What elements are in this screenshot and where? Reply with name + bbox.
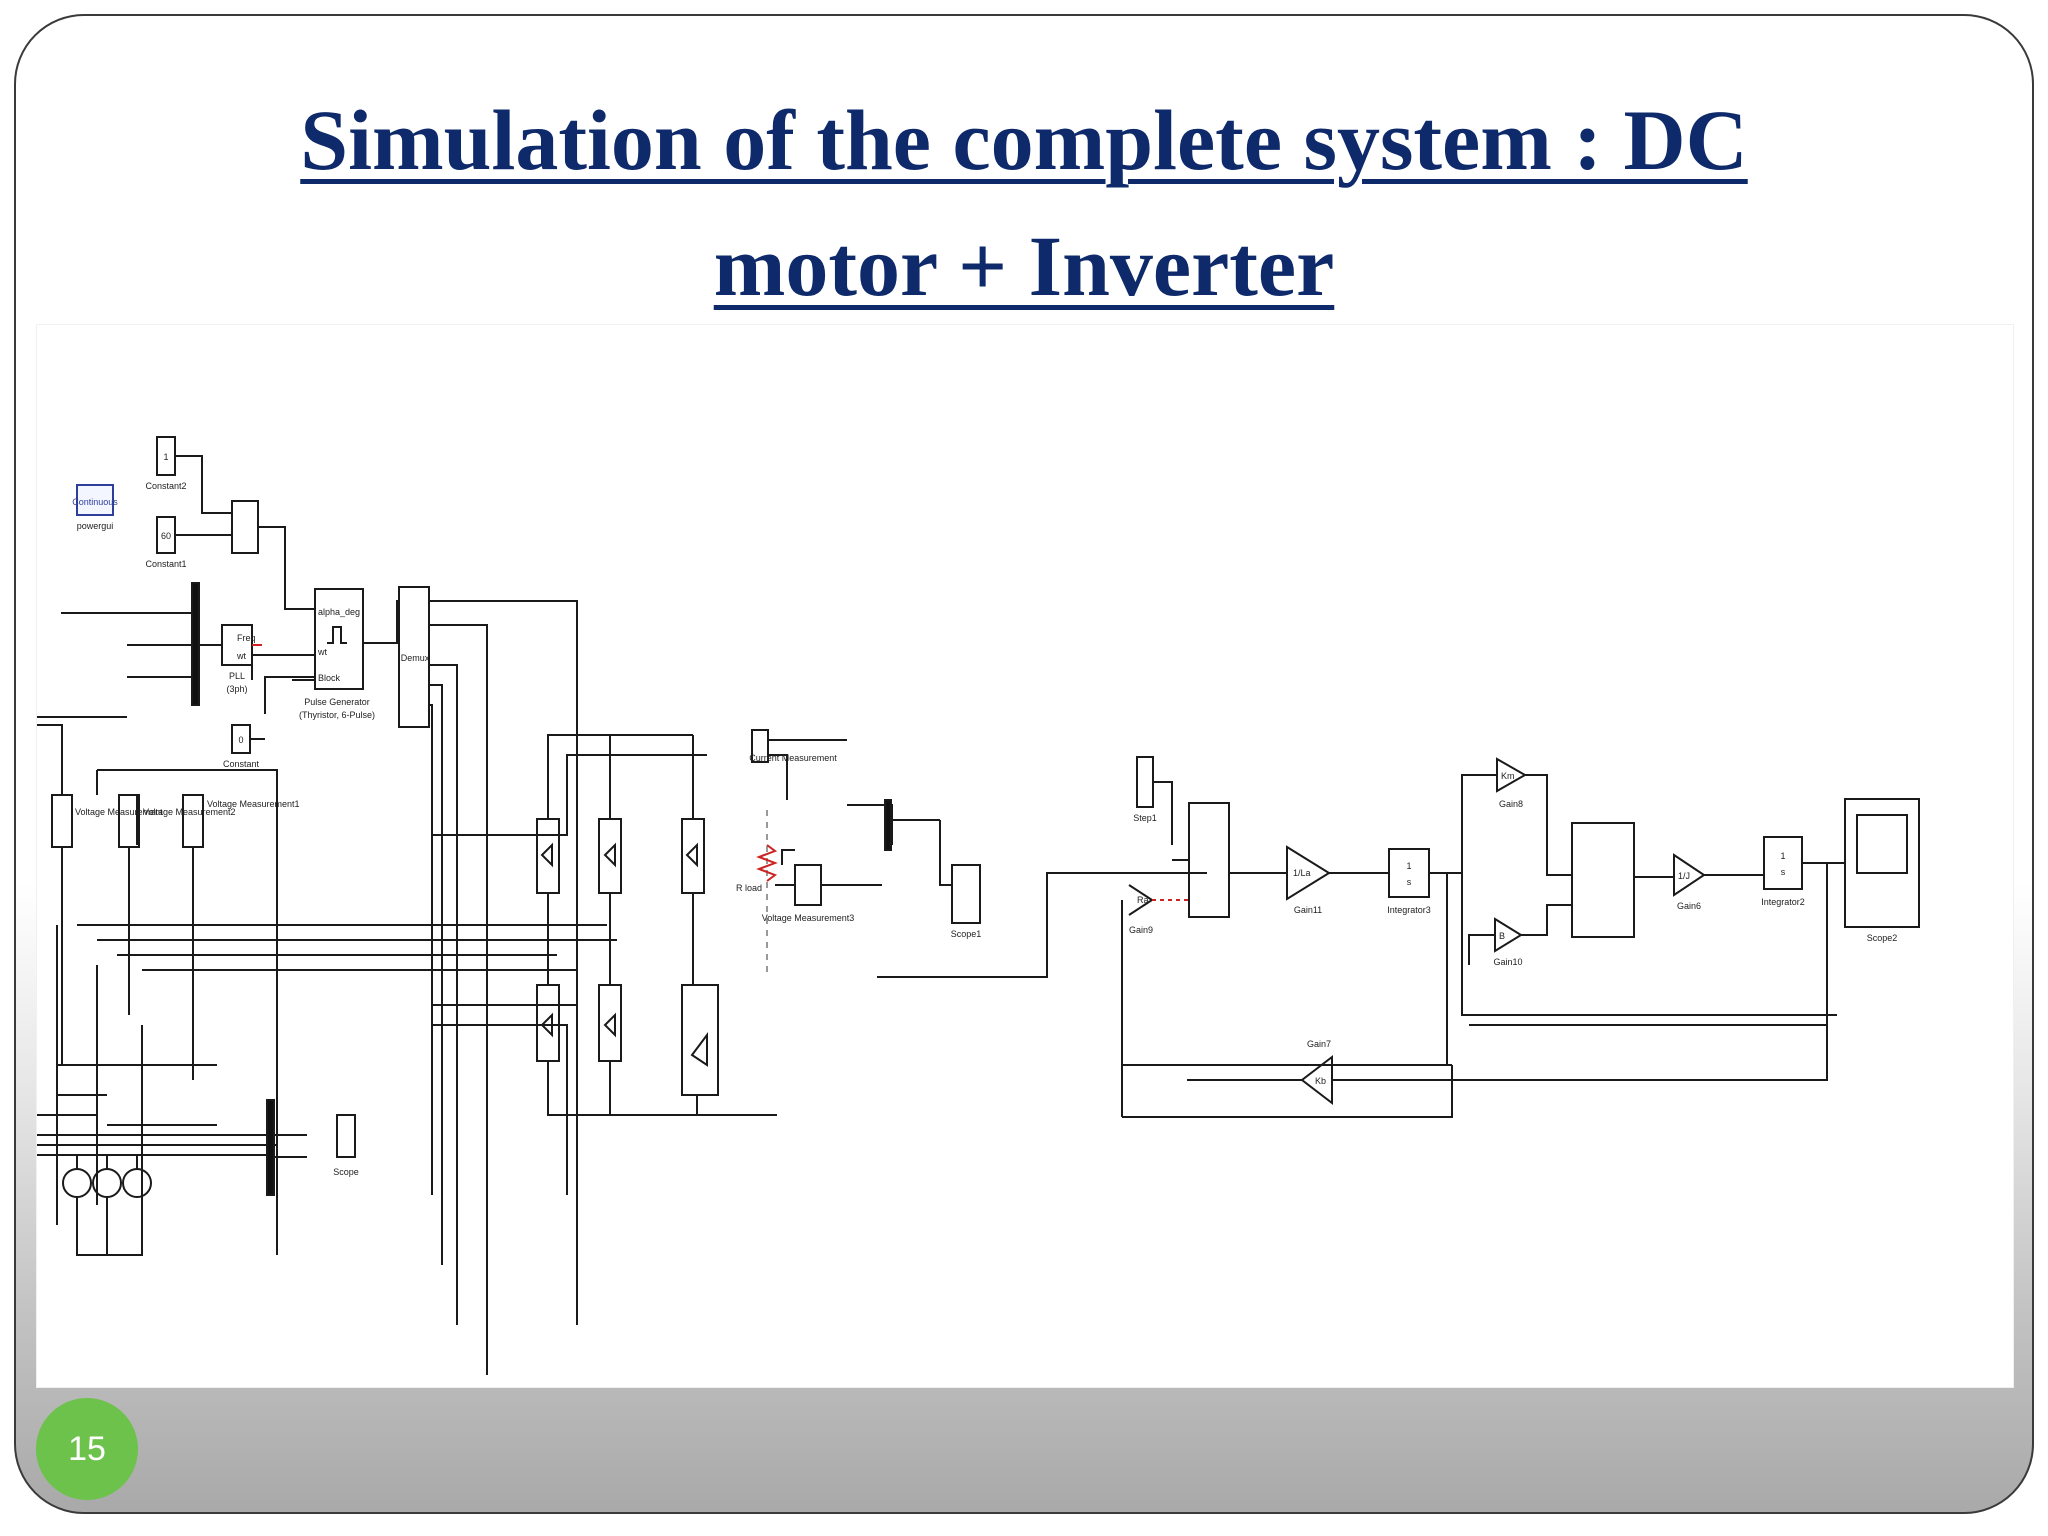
gain8-value: Km bbox=[1501, 771, 1515, 781]
sum2-block bbox=[1188, 802, 1230, 918]
pulse-alpha-label: alpha_deg bbox=[318, 607, 360, 617]
step1-label: Step1 bbox=[1133, 813, 1157, 823]
pll-label: PLL bbox=[229, 671, 245, 681]
voltage-meas3-block bbox=[794, 864, 822, 906]
gain7-label: Gain7 bbox=[1307, 1039, 1331, 1049]
powergui-block bbox=[76, 484, 114, 516]
pulse-block-label: Block bbox=[318, 673, 341, 683]
gain9-value: Ra bbox=[1137, 895, 1149, 905]
gain10-value: B bbox=[1499, 931, 1505, 941]
current-meas-label: Current Measurement bbox=[749, 753, 837, 763]
bus-bar bbox=[266, 1099, 275, 1196]
powergui-label: powergui bbox=[77, 521, 114, 531]
integrator2-block bbox=[1763, 836, 1803, 890]
mux-bar bbox=[191, 582, 200, 706]
ac-source-a bbox=[62, 1168, 92, 1198]
integrator3-label: Integrator3 bbox=[1387, 905, 1431, 915]
gain7-block bbox=[1300, 1054, 1333, 1106]
scope-left-label: Scope bbox=[333, 1167, 359, 1177]
pll-wt-label: wt bbox=[236, 651, 246, 661]
voltage-meas1-label: Voltage Measurement1 bbox=[207, 799, 300, 809]
integrator2-num: 1 bbox=[1780, 851, 1785, 861]
gain8-block bbox=[1496, 757, 1528, 793]
scope1-label: Scope1 bbox=[951, 929, 982, 939]
integrator3-num: 1 bbox=[1406, 861, 1411, 871]
powergui-mode-label: Continuous bbox=[72, 497, 118, 507]
pulse-generator-label: Pulse Generator bbox=[304, 697, 370, 707]
gain7-value: Kb bbox=[1315, 1076, 1326, 1086]
inverter-bridge bbox=[536, 734, 777, 1116]
pulse-wt-label: wt bbox=[317, 647, 327, 657]
gain11-label: Gain11 bbox=[1294, 905, 1322, 915]
simulink-diagram: Continuous powergui 1 Constant2 60 Const… bbox=[37, 436, 1920, 1375]
integrator3-block bbox=[1388, 848, 1430, 898]
gain11-block bbox=[1286, 845, 1331, 901]
gain6-label: Gain6 bbox=[1677, 901, 1701, 911]
voltage-meas2-label: Voltage Measurement2 bbox=[143, 807, 236, 817]
simulink-diagram-panel: Continuous powergui 1 Constant2 60 Const… bbox=[36, 324, 2014, 1388]
step1-block bbox=[1136, 756, 1154, 808]
gain6-block bbox=[1673, 853, 1706, 897]
demux-label: Demux bbox=[401, 653, 430, 663]
pulse-generator-sub-label: (Thyristor, 6-Pulse) bbox=[299, 710, 375, 720]
current-meas-block bbox=[751, 729, 769, 763]
pll-freq-label: Freq bbox=[237, 633, 256, 643]
rload-label: R load bbox=[736, 883, 762, 893]
constant1-label: Constant1 bbox=[145, 559, 186, 569]
gain8-label: Gain8 bbox=[1499, 799, 1523, 809]
slide-number-badge: 15 bbox=[36, 1398, 138, 1500]
voltage-meas-block bbox=[51, 794, 73, 848]
scope2-label: Scope2 bbox=[1867, 933, 1898, 943]
slide-title-line1: Simulation of the complete system : DC bbox=[300, 92, 1748, 188]
ac-source-c bbox=[122, 1168, 152, 1198]
constant1-value: 60 bbox=[161, 531, 171, 541]
constant2-value: 1 bbox=[163, 452, 168, 462]
integrator3-den: s bbox=[1407, 877, 1412, 887]
gain10-label: Gain10 bbox=[1493, 957, 1522, 967]
constant2-label: Constant2 bbox=[145, 481, 186, 491]
gain11-value: 1/La bbox=[1293, 868, 1311, 878]
constant-label: Constant bbox=[223, 759, 260, 769]
slide: Simulation of the complete system : DC m… bbox=[14, 14, 2034, 1514]
scope1-block bbox=[951, 864, 981, 924]
gain6-value: 1/J bbox=[1678, 871, 1690, 881]
scope-left-block bbox=[336, 1114, 356, 1158]
integrator2-den: s bbox=[1781, 867, 1786, 877]
voltage-meas-label: Voltage Measurement bbox=[75, 807, 163, 817]
sum3-block bbox=[1571, 822, 1635, 938]
voltage-meas1-block bbox=[182, 794, 204, 848]
integrator2-label: Integrator2 bbox=[1761, 897, 1805, 907]
slide-title-line2: motor + Inverter bbox=[713, 218, 1335, 314]
sum-block bbox=[231, 500, 259, 554]
scope2-block bbox=[1844, 798, 1920, 928]
pulse-generator-block bbox=[314, 588, 364, 690]
constant-value: 0 bbox=[238, 735, 243, 745]
gain9-label: Gain9 bbox=[1129, 925, 1153, 935]
voltage-meas3-label: Voltage Measurement3 bbox=[762, 913, 855, 923]
demux-block bbox=[398, 586, 430, 728]
mux-bar-2 bbox=[884, 799, 892, 851]
pll-sub-label: (3ph) bbox=[226, 684, 247, 694]
